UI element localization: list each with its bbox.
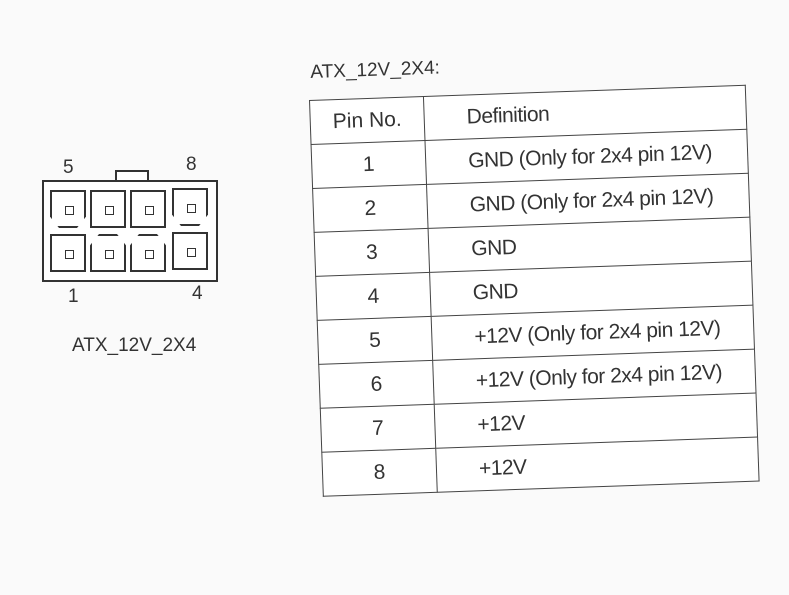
connector-housing [42, 180, 218, 282]
pin-5 [50, 190, 86, 228]
pin-8 [172, 188, 208, 226]
pin-label-8: 8 [186, 154, 197, 175]
table-title: ATX_12V_2X4: [310, 57, 441, 83]
header-pin-no: Pin No. [309, 96, 425, 145]
pin-number: 2 [312, 184, 429, 233]
pin-4 [172, 232, 208, 270]
pin-number: 1 [311, 140, 427, 189]
pin-number: 4 [315, 272, 432, 321]
pin-7 [130, 190, 166, 228]
pin-number: 8 [321, 448, 438, 497]
pin-label-1: 1 [68, 286, 79, 307]
pin-1 [50, 234, 86, 272]
pin-number: 3 [314, 228, 430, 277]
pin-label-5: 5 [63, 157, 74, 178]
pin-label-4: 4 [192, 283, 203, 304]
pin-number: 6 [318, 360, 435, 409]
connector-latch [115, 170, 149, 181]
connector-label: ATX_12V_2X4 [72, 335, 197, 356]
pin-number: 7 [320, 404, 436, 453]
pin-2 [90, 234, 126, 272]
pin-3 [130, 234, 166, 272]
pin-6 [90, 190, 126, 228]
pin-number: 5 [317, 316, 433, 365]
